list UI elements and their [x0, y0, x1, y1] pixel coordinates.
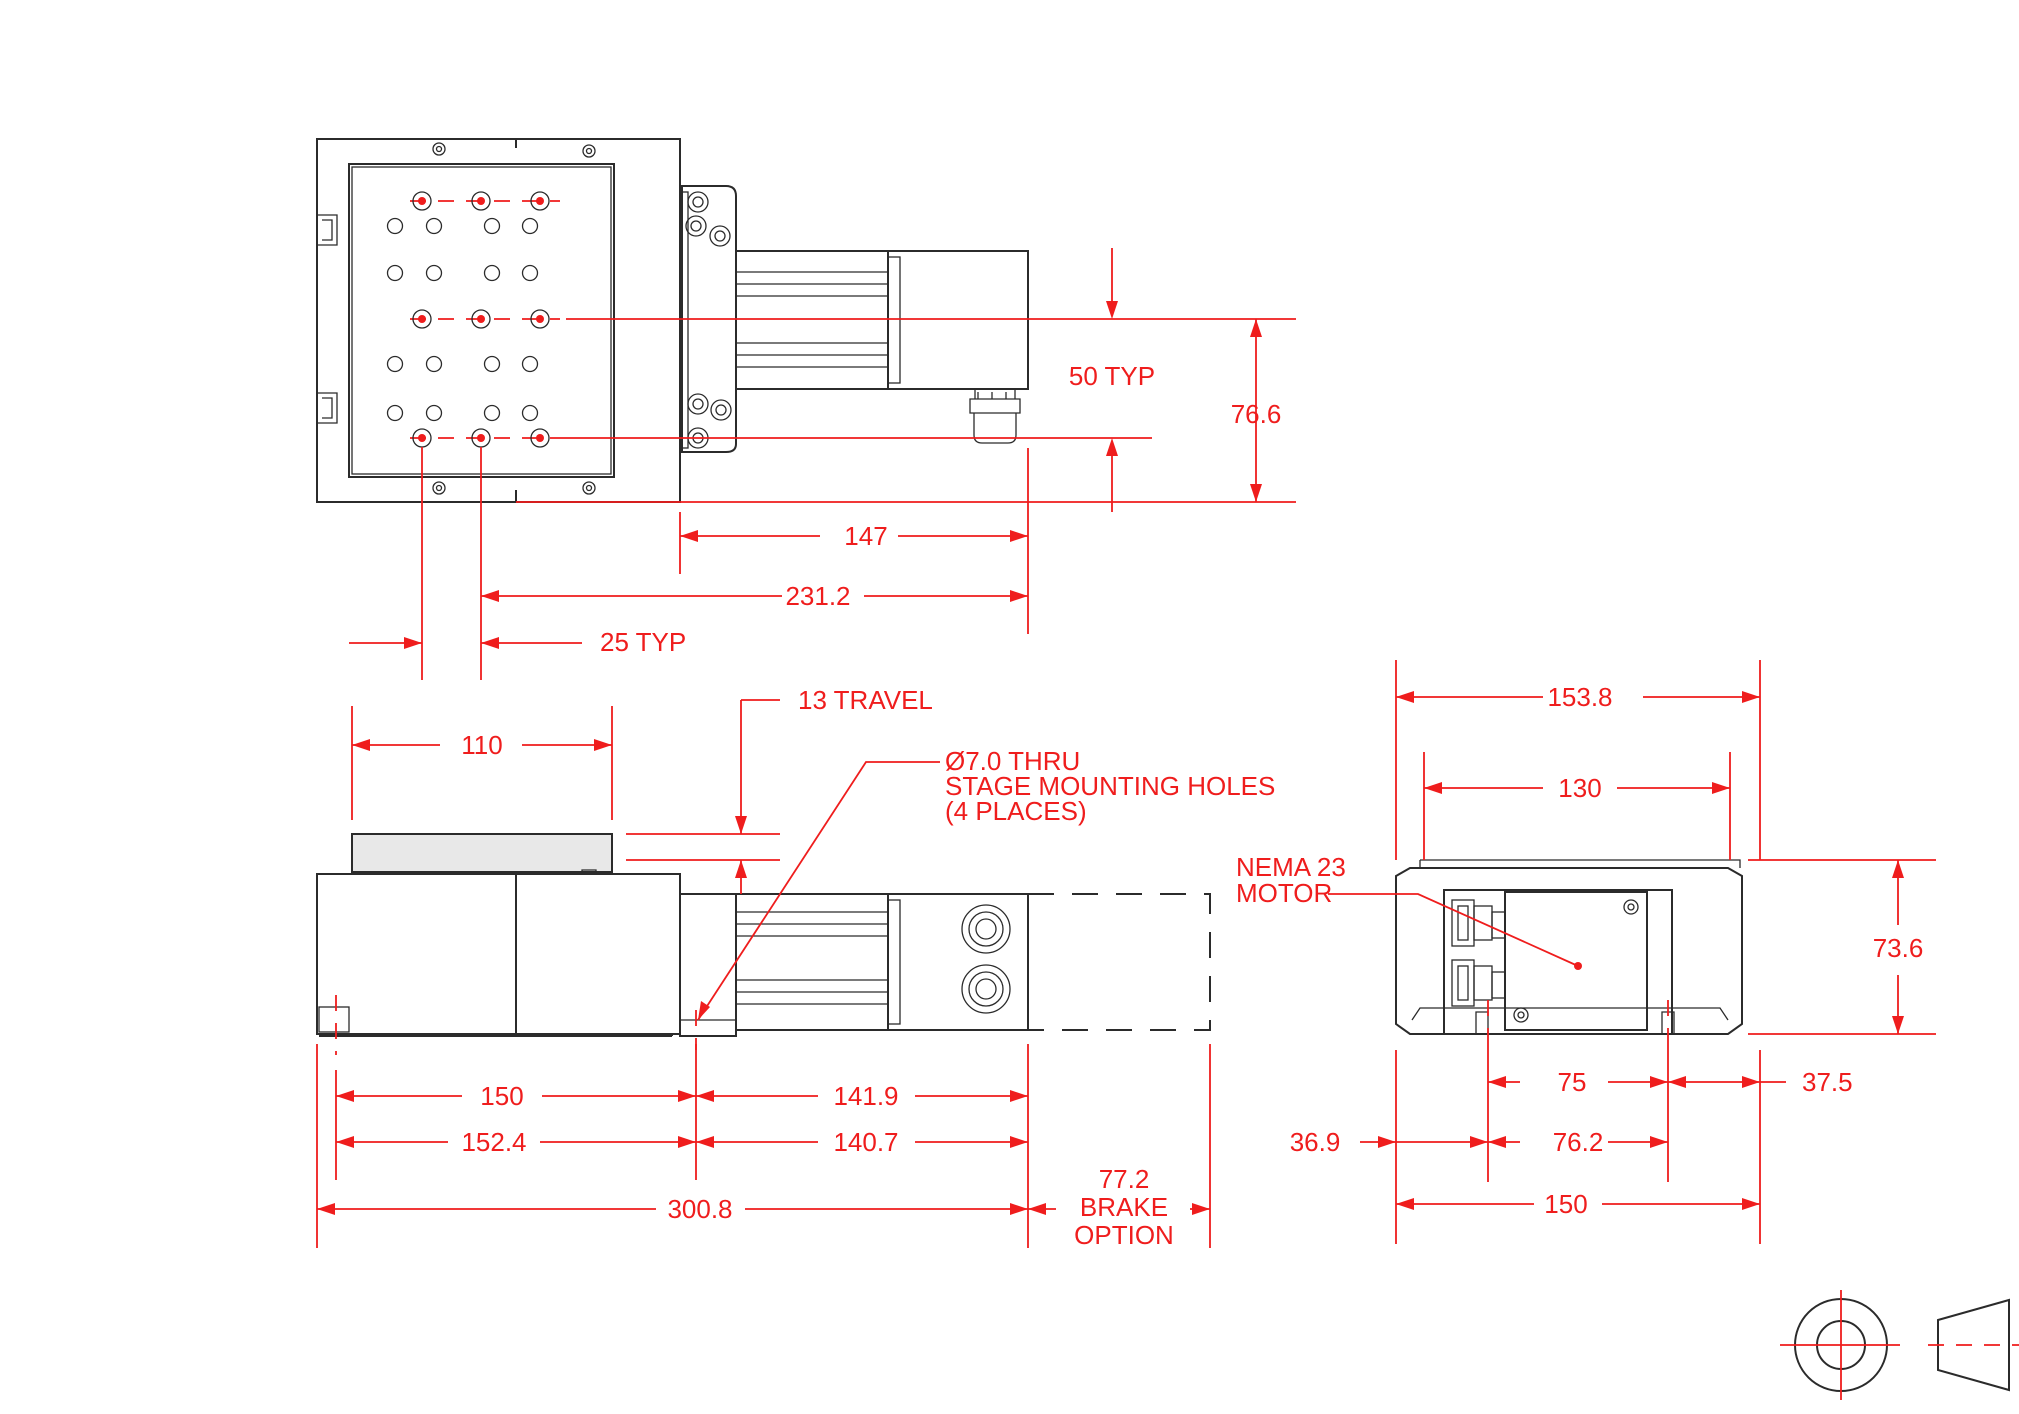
front-view-dimensions: 110 13 TRAVEL Ø7.0 THRU STAGE MOUNTING H…	[316, 685, 1275, 1250]
dim-77-2: 77.2	[1099, 1164, 1150, 1194]
dim-75: 75	[1558, 1067, 1587, 1097]
dim-110: 110	[461, 730, 502, 760]
end-view-dimensions: 153.8 130 NEMA 23 MOTOR 73.6 75 37.5 36.…	[1236, 660, 1936, 1244]
dim-147: 147	[844, 521, 887, 551]
mounting-hole-grid	[410, 191, 560, 448]
dim-73-6: 73.6	[1873, 933, 1924, 963]
note-4-places: (4 PLACES)	[945, 796, 1087, 826]
top-view-dimensions: 50 TYP 76.6 147 231.2 25 TYP	[349, 248, 1296, 680]
dim-231-2: 231.2	[785, 581, 850, 611]
dim-153-8: 153.8	[1547, 682, 1612, 712]
end-view	[1395, 859, 1743, 1035]
label-option: OPTION	[1074, 1220, 1174, 1250]
dim-150-front: 150	[480, 1081, 523, 1111]
dim-140-7: 140.7	[833, 1127, 898, 1157]
dim-141-9: 141.9	[833, 1081, 898, 1111]
dim-36-9: 36.9	[1290, 1127, 1341, 1157]
label-motor: MOTOR	[1236, 878, 1332, 908]
third-angle-projection-icon	[1780, 1290, 2019, 1400]
dim-76-2: 76.2	[1553, 1127, 1604, 1157]
dim-50-typ: 50 TYP	[1069, 361, 1155, 391]
dim-13-travel: 13 TRAVEL	[798, 685, 933, 715]
dim-300-8: 300.8	[667, 1194, 732, 1224]
dim-152-4: 152.4	[461, 1127, 526, 1157]
dim-37-5: 37.5	[1802, 1067, 1853, 1097]
label-nema-23: NEMA 23	[1236, 852, 1346, 882]
dim-130: 130	[1558, 773, 1601, 803]
top-view	[316, 138, 1029, 503]
front-view	[316, 833, 1211, 1037]
dim-150-end: 150	[1544, 1189, 1587, 1219]
dim-25-typ: 25 TYP	[600, 627, 686, 657]
label-brake: BRAKE	[1080, 1192, 1168, 1222]
note-stage-mounting-holes: STAGE MOUNTING HOLES	[945, 771, 1275, 801]
note-hole-diameter: Ø7.0 THRU	[945, 746, 1080, 776]
dim-76-6: 76.6	[1231, 399, 1282, 429]
